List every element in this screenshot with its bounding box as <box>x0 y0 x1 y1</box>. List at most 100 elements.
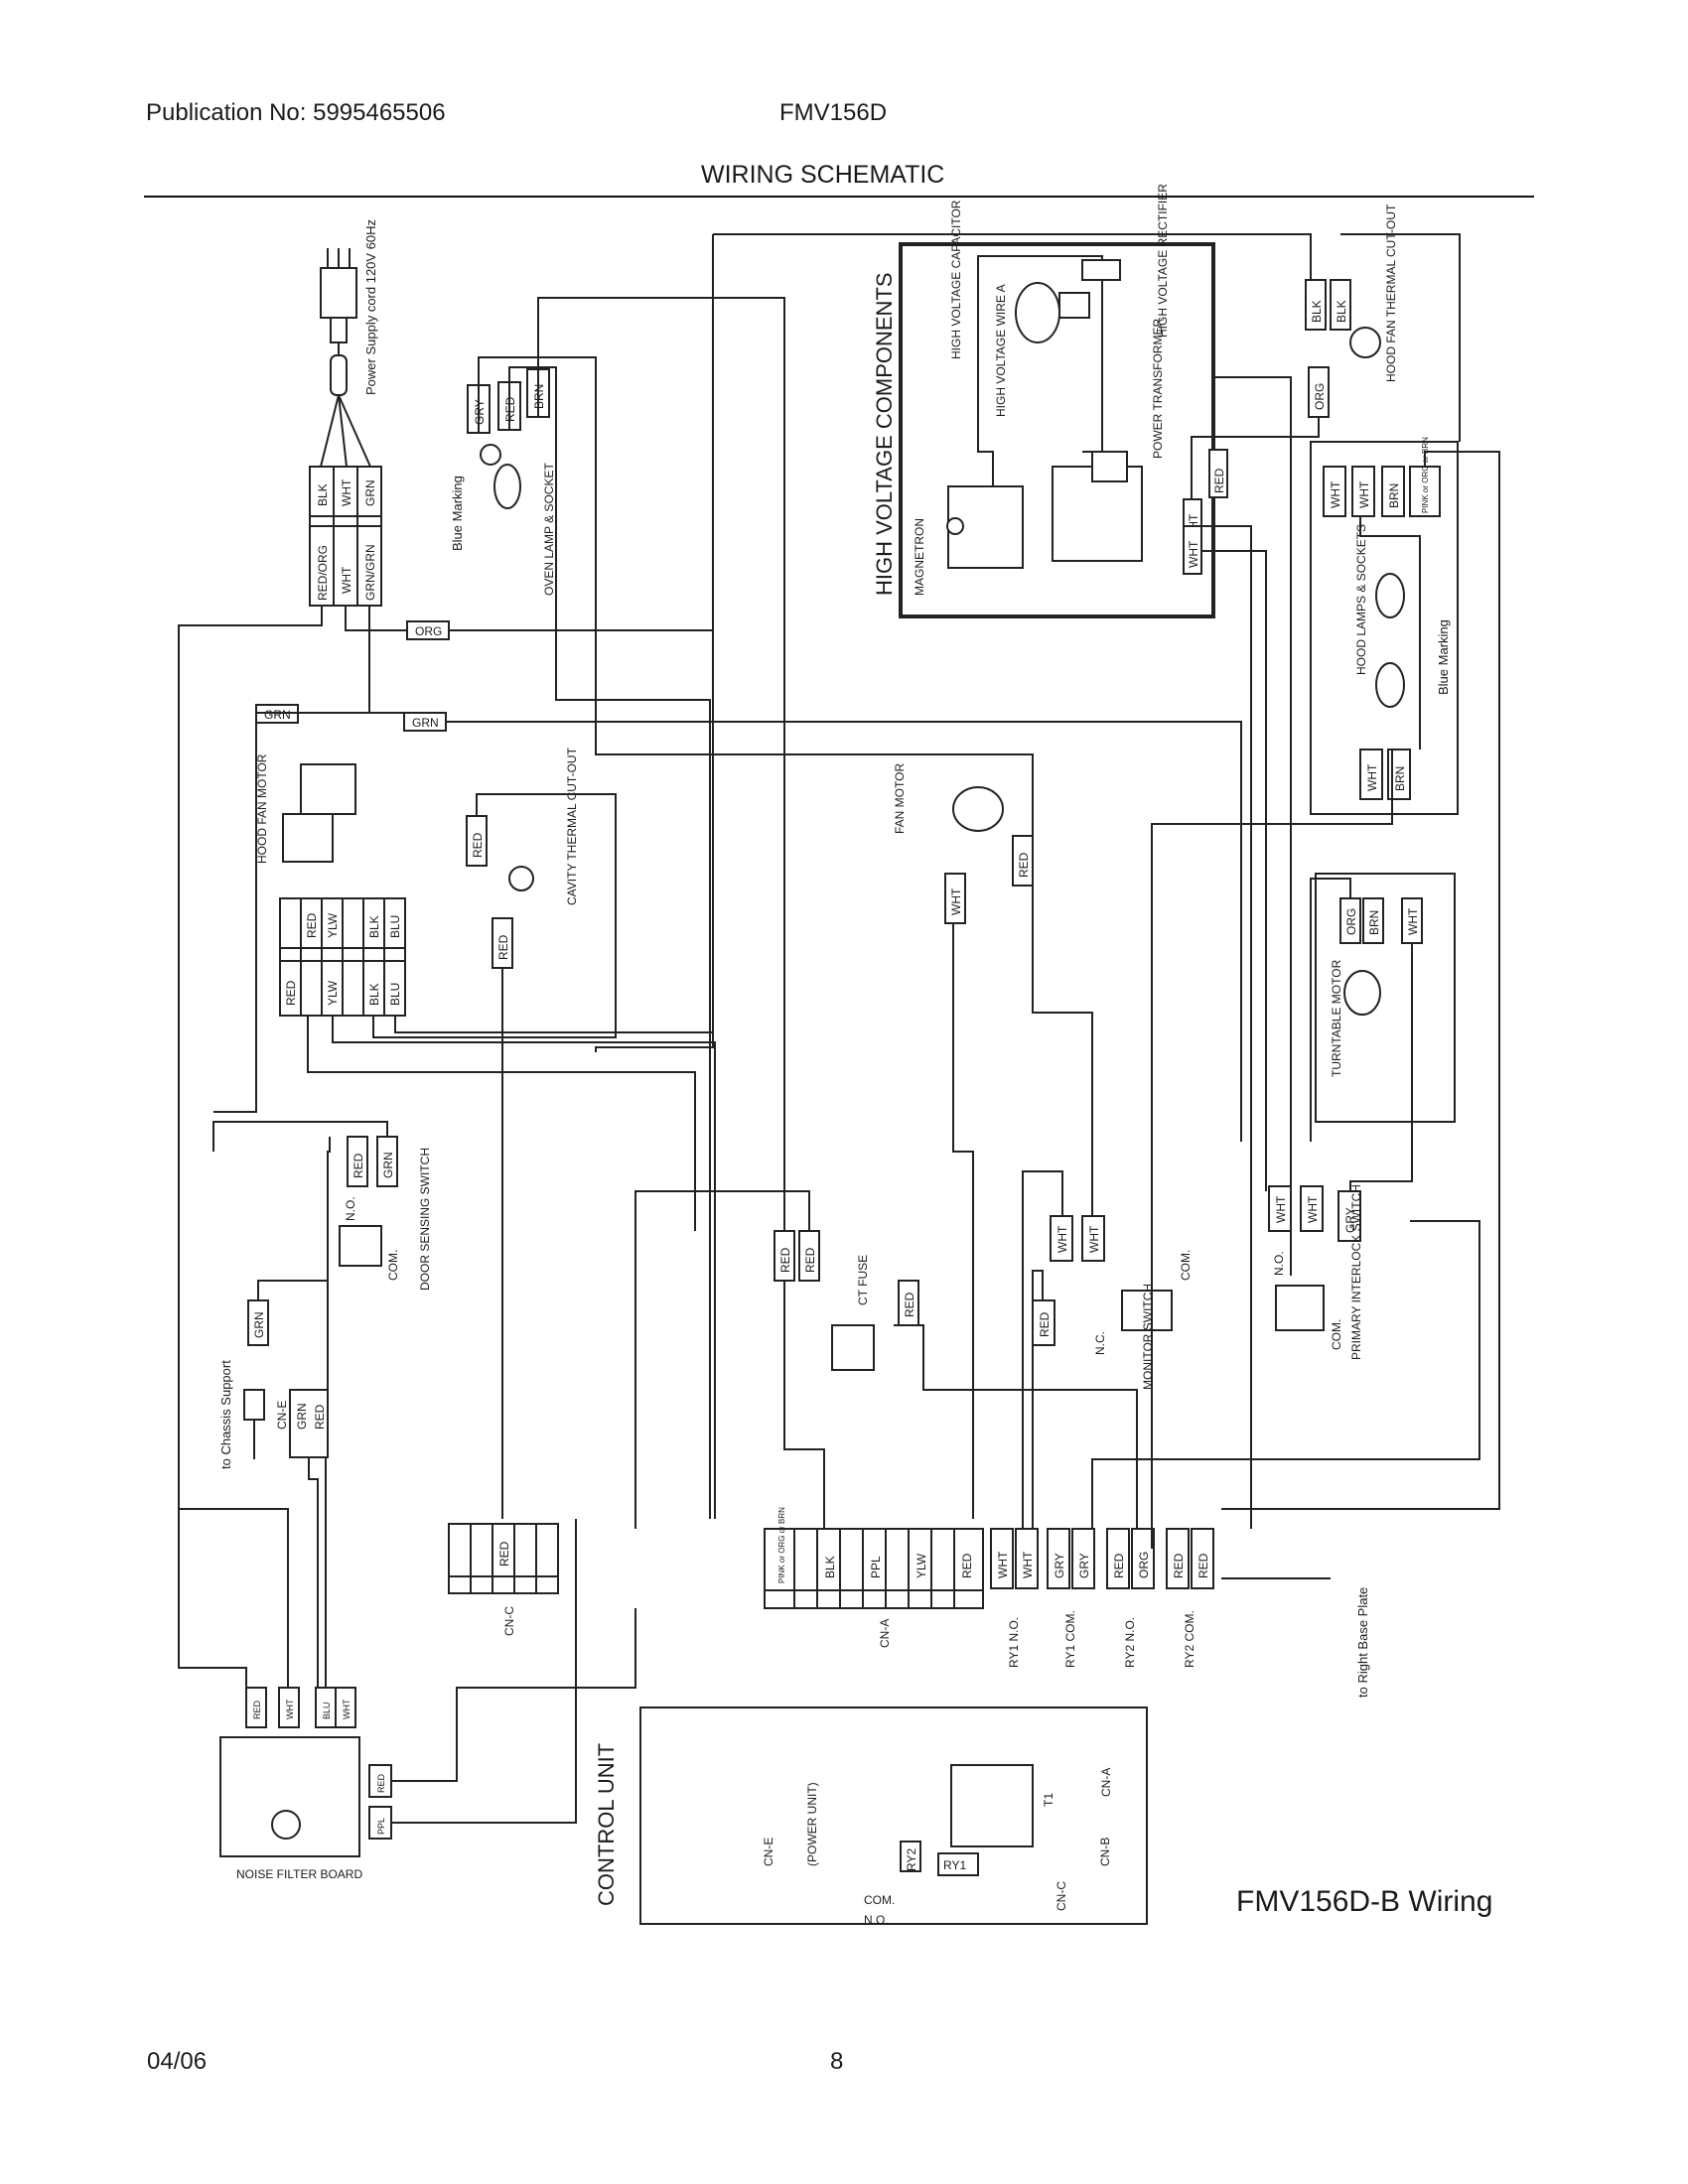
nf-red-2-label: RED <box>376 1773 386 1793</box>
primary-interlock-label: PRIMARY INTERLOCK SWITCH <box>1349 1184 1363 1360</box>
hood-red-bot: RED <box>284 980 298 1006</box>
control-unit-board <box>639 1706 1148 1925</box>
hv-wire-label: HIGH VOLTAGE WIRE A <box>994 284 1008 417</box>
hv-rectifier-label: HIGH VOLTAGE RECTIFIER <box>1156 184 1170 338</box>
door-red <box>347 1136 368 1187</box>
cn-e-label: CN-E <box>275 1401 289 1430</box>
noise-filter-label: NOISE FILTER BOARD <box>236 1867 362 1881</box>
model-number: FMV156D <box>779 99 888 126</box>
cn-a-connector <box>764 1528 984 1609</box>
power-supply-label: Power Supply cord 120V 60Hz <box>363 219 378 395</box>
term-wht-2: WHT <box>340 478 353 506</box>
hv-capacitor-label: HIGH VOLTAGE CAPACITOR <box>949 200 963 359</box>
cn-a-pink: PINK or ORG or BRN <box>777 1507 786 1583</box>
cu-cn-a-label: CN-A <box>1099 1768 1113 1797</box>
hood-fan-motor-label: HOOD FAN MOTOR <box>255 753 269 864</box>
ry2com-red-2 <box>1191 1528 1214 1589</box>
hood-cutout-blk-2 <box>1330 279 1351 331</box>
header-rule <box>144 196 1534 198</box>
fan-red-label: RED <box>1017 852 1031 878</box>
pi-no-label: N.O. <box>1272 1251 1286 1276</box>
t1-label: T1 <box>1042 1793 1055 1807</box>
door-com-label: COM. <box>386 1250 400 1281</box>
pi-wht-1 <box>1268 1185 1292 1232</box>
cn-a-label: CN-A <box>878 1619 892 1648</box>
red-vertical-label: RED <box>1212 468 1226 493</box>
hood-blk-bot: BLK <box>367 983 381 1006</box>
ry1-no-label: RY1 N.O. <box>1007 1617 1021 1668</box>
ct-red-1-label: RED <box>778 1247 792 1273</box>
nf-ppl-label: PPL <box>376 1818 386 1835</box>
page-title: WIRING SCHEMATIC <box>701 161 945 189</box>
noise-filter-fuse-icon <box>271 1810 301 1840</box>
pi-wht-2-label: WHT <box>1306 1195 1320 1223</box>
footer-page: 8 <box>830 2048 844 2075</box>
mon-nc-label: N.C. <box>1093 1331 1107 1355</box>
cn-a-blk: BLK <box>823 1556 837 1578</box>
ry2-com-label: RY2 COM. <box>1183 1610 1196 1668</box>
hood-red-top: RED <box>305 912 319 938</box>
nf-wht-label: WHT <box>285 1699 295 1719</box>
ry2-no-label: RY2 N.O. <box>1123 1617 1137 1668</box>
hood-lamp-wht-2 <box>1351 466 1375 517</box>
blue-marking-label: Blue Marking <box>450 476 465 551</box>
hv-capacitor <box>1015 282 1090 343</box>
cn-c-red: RED <box>497 1541 511 1567</box>
hood-lamp-brn-2-label: BRN <box>1393 766 1407 791</box>
ry2no-red-label: RED <box>1112 1553 1126 1578</box>
ry1no-wht-1 <box>990 1528 1014 1589</box>
oven-lamp-label: OVEN LAMP & SOCKET <box>542 463 556 596</box>
hood-fan-motor <box>282 763 356 863</box>
wires <box>178 233 1500 1824</box>
mon-com-label: COM. <box>1179 1250 1193 1281</box>
chassis-connector <box>243 1389 265 1421</box>
hood-fan-terminal <box>279 897 406 1017</box>
ry1-relay <box>937 1852 979 1876</box>
monitor-switch-device <box>1121 1290 1173 1331</box>
cavity-cutout-label: CAVITY THERMAL CUT-OUT <box>565 747 579 905</box>
hood-fan-cutout-label: HOOD FAN THERMAL CUT-OUT <box>1384 204 1398 382</box>
ry1com-gry-1-label: GRY <box>1053 1553 1066 1578</box>
transformer-t1 <box>950 1764 1034 1847</box>
term-grn-grn: GRN/GRN <box>363 544 377 601</box>
cn-c-connector <box>448 1523 559 1594</box>
door-sensing-label: DOOR SENSING SWITCH <box>418 1148 432 1291</box>
ct-fuse-device <box>831 1324 875 1371</box>
cu-com-label: COM. <box>864 1893 895 1907</box>
pi-com-label: COM. <box>1330 1319 1343 1350</box>
red-vertical-tag <box>1208 449 1228 498</box>
ry2com-red-2-label: RED <box>1196 1553 1210 1578</box>
pi-wht-2 <box>1300 1185 1324 1232</box>
grn-tag-1-label: GRN <box>264 708 291 722</box>
ry1com-gry-2-label: GRY <box>1077 1553 1091 1578</box>
tt-org-label: ORG <box>1344 908 1358 935</box>
hood-ylw-bot: YLW <box>326 980 340 1006</box>
door-switch-device <box>339 1225 382 1267</box>
hood-lamps-frame <box>1310 441 1459 815</box>
cu-no-label: N.O. <box>864 1913 889 1927</box>
ry1-label: RY1 <box>943 1858 966 1872</box>
org-tag-label: ORG <box>415 624 442 638</box>
tt-wht-label: WHT <box>1406 907 1420 935</box>
hood-cutout-device <box>1349 327 1381 358</box>
hood-blk-top: BLK <box>367 915 381 938</box>
cavity-red-1-label: RED <box>471 832 485 858</box>
ry2com-red-1-label: RED <box>1172 1553 1186 1578</box>
wht-tag-b-label: WHT <box>1187 540 1200 568</box>
cn-e-grn: GRN <box>295 1403 309 1430</box>
hood-lamp-2 <box>1375 662 1405 708</box>
ct-red-2-label: RED <box>803 1247 817 1273</box>
ry1com-gry-1 <box>1047 1528 1070 1589</box>
nf-wht-2-label: WHT <box>342 1699 352 1719</box>
cu-cn-b-label: CN-B <box>1098 1838 1112 1866</box>
term-wht-1: WHT <box>340 566 353 594</box>
hood-lamp-brn <box>1381 466 1405 517</box>
hood-lamps-label: HOOD LAMPS & SOCKETS <box>1354 524 1368 675</box>
hood-lamp-1 <box>1375 573 1405 618</box>
magnetron-label: MAGNETRON <box>913 518 926 596</box>
cn-c-label: CN-C <box>502 1606 516 1636</box>
hood-lamp-pink-label: PINK or ORG or BRN <box>1421 437 1430 513</box>
power-transformer <box>1052 451 1143 562</box>
hood-lamp-brn-2 <box>1387 749 1411 800</box>
ry1-com-label: RY1 COM. <box>1063 1610 1077 1668</box>
